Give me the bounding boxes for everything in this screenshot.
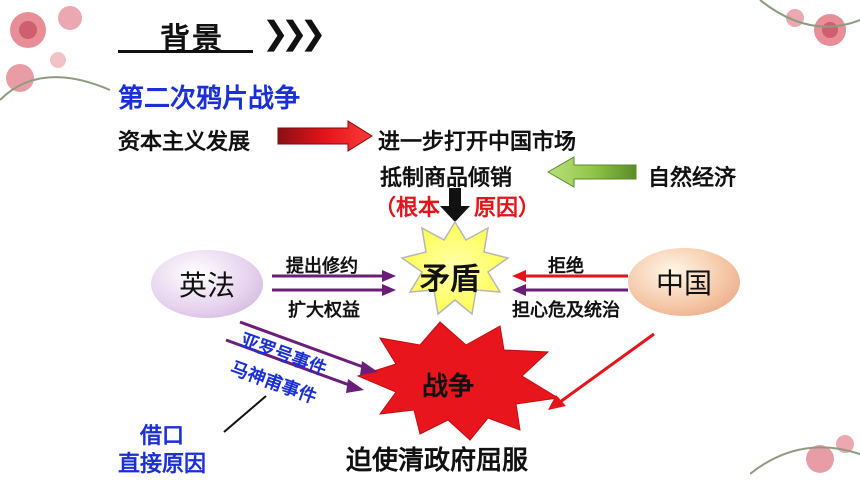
root-cause-close: 原因） (474, 196, 541, 221)
contradiction-label: 矛盾 (420, 262, 480, 297)
china-to-war-arrow (548, 332, 655, 410)
node-britain-france: 英法 (151, 250, 263, 318)
left-to-contradiction-arrows (272, 270, 396, 296)
natural-economy-label: 自然经济 (648, 166, 737, 191)
capitalism-arrow (277, 120, 373, 152)
result-label: 迫使清政府屈服 (346, 446, 529, 476)
resist-dumping-label: 抵制商品倾销 (380, 166, 513, 191)
war-explosion (356, 321, 560, 441)
war-label: 战争 (422, 372, 475, 402)
pretext-label: 借口 (140, 424, 185, 449)
chevron-right-icon: ❯❯❯ (262, 14, 327, 52)
capitalism-label: 资本主义发展 (118, 130, 251, 155)
flower-decoration-bottom-right (750, 435, 860, 475)
section-underline (118, 50, 253, 53)
propose-revision-label: 提出修约 (286, 256, 358, 277)
incident-arrows (225, 320, 378, 393)
topic-heading: 第二次鸦片战争 (118, 84, 301, 114)
root-cause-down-arrow (440, 188, 470, 222)
right-to-contradiction-arrows (512, 270, 628, 296)
root-cause-open: （根本 (374, 196, 441, 221)
refuse-label: 拒绝 (548, 256, 584, 277)
open-market-label: 进一步打开中国市场 (378, 130, 577, 155)
direct-cause-label: 直接原因 (118, 452, 207, 477)
node-china: 中国 (628, 248, 740, 316)
expand-rights-label: 扩大权益 (288, 300, 360, 321)
pretext-pointer (223, 395, 267, 433)
flower-decoration-top-left (0, 6, 111, 101)
contradiction-star (400, 220, 510, 316)
natural-economy-arrow (546, 156, 637, 188)
flower-decoration-top-right (759, 0, 860, 46)
fear-rule-label: 担心危及统治 (512, 300, 620, 321)
